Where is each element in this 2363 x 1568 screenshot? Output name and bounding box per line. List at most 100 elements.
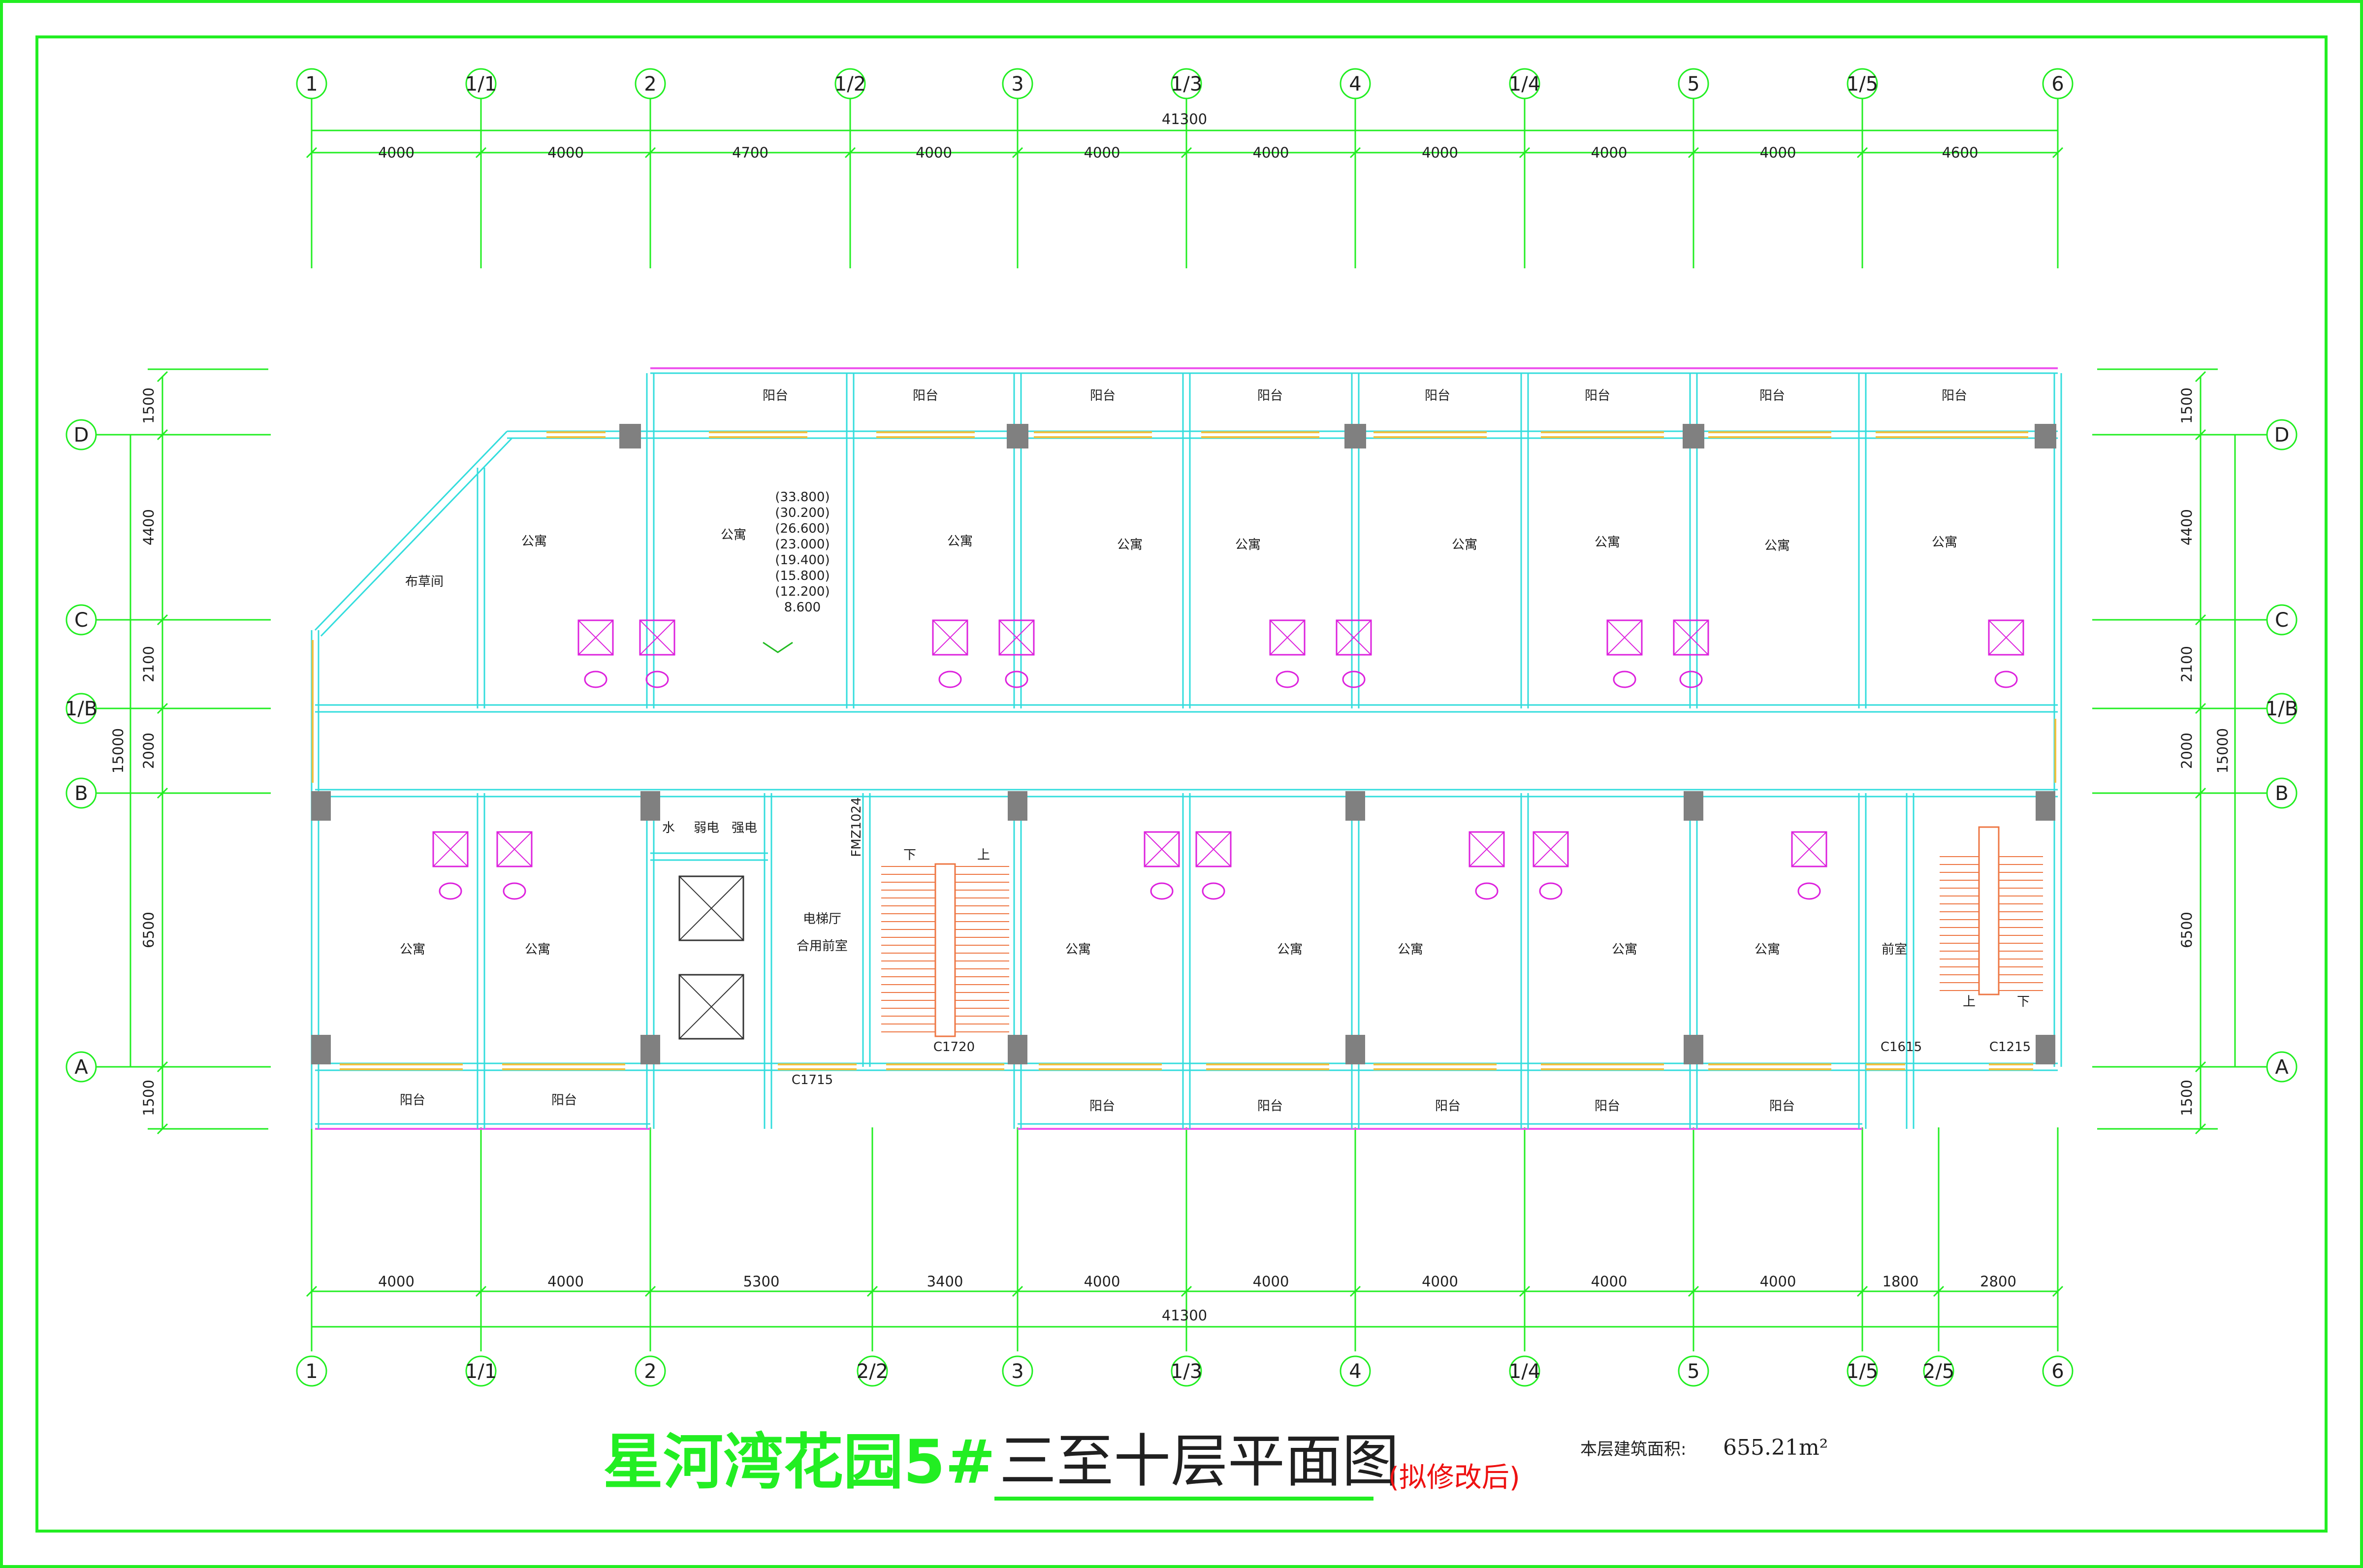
- right-axis-bubble-circle: [2266, 777, 2298, 809]
- top-dim-value: 4600: [1942, 144, 1979, 161]
- left-dim-value: 2100: [140, 646, 157, 682]
- north-bathroom-shower: [932, 620, 968, 655]
- structural-column: [1683, 424, 1704, 448]
- room-label-apartment: 公寓: [525, 942, 550, 957]
- top-dim-value: 4000: [1253, 144, 1289, 161]
- north-bathroom-basin: [1613, 671, 1636, 688]
- left-axis-bubble-circle: [65, 693, 97, 724]
- bottom-dim-value: 3400: [927, 1273, 963, 1290]
- north-bathroom-shower: [1269, 619, 1306, 656]
- elevator-car: [678, 875, 744, 941]
- top-axis-bubble-circle: [2042, 68, 2074, 99]
- north-bathroom-basin: [1342, 671, 1366, 688]
- bottom-dim-value: 4000: [378, 1273, 415, 1290]
- north-bathroom-basin: [645, 671, 669, 688]
- top-dim-value: 4000: [916, 144, 952, 161]
- left-axis-bubble: D: [74, 424, 89, 447]
- room-label-apartment: 公寓: [1235, 538, 1261, 552]
- stair2-direction-down: 下: [2017, 994, 2030, 1009]
- left-dim-tick: [157, 371, 168, 383]
- left-dim-value: 2000: [140, 733, 157, 769]
- south-bathroom-shower: [1533, 832, 1568, 867]
- structural-column: [311, 791, 331, 821]
- right-dim-value: 1500: [2178, 387, 2195, 424]
- right-axis-bubble-circle: [2266, 693, 2298, 724]
- top-dim-value: 4000: [1422, 144, 1458, 161]
- south-bathroom-shower: [1791, 831, 1827, 867]
- right-dim-value: 2100: [2178, 646, 2195, 682]
- structural-column: [1345, 1035, 1365, 1064]
- top-axis-bubble-circle: [834, 68, 866, 99]
- room-label-vestibule: 前室: [1882, 942, 1907, 957]
- elevation-level: (12.200): [775, 584, 830, 599]
- bottom-axis-bubble-circle: [2042, 1355, 2074, 1387]
- stair2-well: [1978, 826, 2000, 995]
- south-bathroom-basin: [1475, 882, 1499, 900]
- north-bathroom-basin: [1679, 671, 1703, 688]
- bottom-axis-bubble: 2: [644, 1360, 656, 1383]
- right-dim-value: 1500: [2178, 1080, 2195, 1116]
- bottom-axis-bubble: 1/4: [1509, 1360, 1540, 1383]
- bottom-axis-bubble-circle: [857, 1355, 888, 1387]
- elevation-level: (26.600): [775, 521, 830, 536]
- top-axis-bubble-circle: [1002, 68, 1033, 99]
- elevation-level: (30.200): [775, 506, 830, 520]
- top-dim-tick: [306, 147, 318, 159]
- north-bathroom-basin: [1994, 671, 2018, 688]
- bottom-total-dim: 41300: [1162, 1307, 1207, 1324]
- south-bathroom-basin: [1539, 882, 1563, 900]
- structural-column: [1008, 1035, 1027, 1064]
- left-dim-value: 1500: [140, 1080, 157, 1116]
- bottom-dim-value: 4000: [1591, 1273, 1628, 1290]
- room-label-balcony: 阳台: [1769, 1099, 1795, 1114]
- bottom-dim-value: 4000: [1760, 1273, 1796, 1290]
- room-label-water: 水: [662, 821, 675, 835]
- bottom-axis-bubble: 1/5: [1847, 1360, 1878, 1383]
- south-bathroom-shower: [1469, 831, 1505, 867]
- top-axis-bubble: 4: [1349, 73, 1361, 96]
- top-axis-bubble-circle: [635, 68, 666, 99]
- right-dim-value: 2000: [2178, 733, 2195, 769]
- top-axis-bubble: 5: [1687, 73, 1699, 96]
- north-bathroom-shower: [998, 619, 1035, 656]
- structural-column: [1008, 791, 1027, 821]
- bottom-axis-bubble: 2/2: [857, 1360, 888, 1383]
- drawing-title: 三至十层平面图: [999, 1428, 1399, 1495]
- south-bathroom-shower: [1144, 832, 1180, 867]
- room-label-strong-electric: 强电: [732, 821, 757, 835]
- south-bathroom-basin: [439, 882, 462, 900]
- room-label-balcony: 阳台: [1425, 388, 1450, 403]
- south-bathroom-shower: [1195, 831, 1232, 867]
- north-bathroom-shower: [1270, 620, 1305, 655]
- bottom-axis-bubble-circle: [1847, 1355, 1878, 1387]
- top-dim-tick: [1012, 147, 1023, 159]
- structural-column: [2035, 424, 2056, 448]
- top-dim-value: 4700: [732, 144, 768, 161]
- bottom-axis-bubble-circle: [1340, 1355, 1371, 1387]
- left-dim-value: 6500: [140, 912, 157, 948]
- room-label-balcony: 阳台: [1942, 388, 1967, 403]
- top-dim-tick: [844, 147, 856, 159]
- structural-column: [640, 791, 660, 821]
- top-dim-value: 4000: [1591, 144, 1628, 161]
- bottom-axis-bubble-circle: [1002, 1355, 1033, 1387]
- top-dim-tick: [475, 147, 487, 159]
- north-bathroom-basin: [938, 671, 962, 688]
- bottom-dim-tick: [2052, 1285, 2064, 1297]
- room-label-apartment: 公寓: [1065, 942, 1091, 957]
- door-tag: FMZ1024: [849, 797, 864, 857]
- bottom-dim-tick: [1856, 1285, 1868, 1297]
- room-label-apartment: 公寓: [1755, 942, 1780, 957]
- elevator-car: [679, 876, 744, 941]
- top-axis-bubble: 1/1: [465, 73, 497, 96]
- south-bathroom-basin: [1150, 882, 1174, 900]
- bottom-dim-value: 4000: [1253, 1273, 1289, 1290]
- bottom-axis-bubble: 6: [2051, 1360, 2064, 1383]
- top-dim-tick: [2052, 147, 2064, 159]
- bottom-dim-tick: [306, 1285, 318, 1297]
- left-axis-bubble: A: [74, 1056, 88, 1079]
- bottom-dim-tick: [1519, 1285, 1531, 1297]
- south-bathroom-shower: [1791, 832, 1827, 867]
- left-axis-bubble-circle: [65, 777, 97, 809]
